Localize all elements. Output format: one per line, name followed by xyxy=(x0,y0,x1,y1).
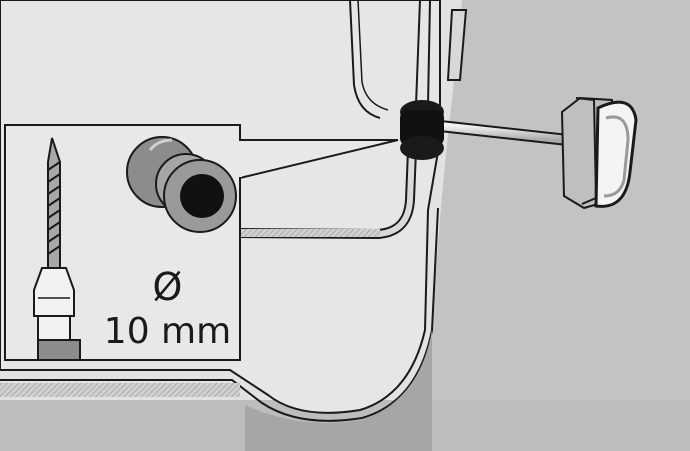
cable-hatch xyxy=(240,229,380,237)
pipe-middle xyxy=(415,0,421,106)
pipe-left-inner xyxy=(357,0,389,111)
pipe-left xyxy=(349,0,381,119)
side-wall xyxy=(432,0,690,451)
grommet-icon xyxy=(126,136,237,233)
pipe-middle-inner xyxy=(427,0,431,106)
wall-plug-icon xyxy=(560,96,638,210)
detail-panel-mask xyxy=(238,141,242,177)
appliance-edge-trim xyxy=(0,207,439,422)
diameter-value: 10 mm xyxy=(103,311,232,352)
panel-strip xyxy=(446,9,468,81)
drill-bit-icon xyxy=(33,137,81,361)
floor-gap xyxy=(0,383,240,397)
diameter-symbol: Ø xyxy=(152,265,183,309)
cable-to-plug-fill xyxy=(439,122,569,144)
cable-clip-icon xyxy=(400,100,444,160)
appliance-lower-block xyxy=(245,330,432,451)
